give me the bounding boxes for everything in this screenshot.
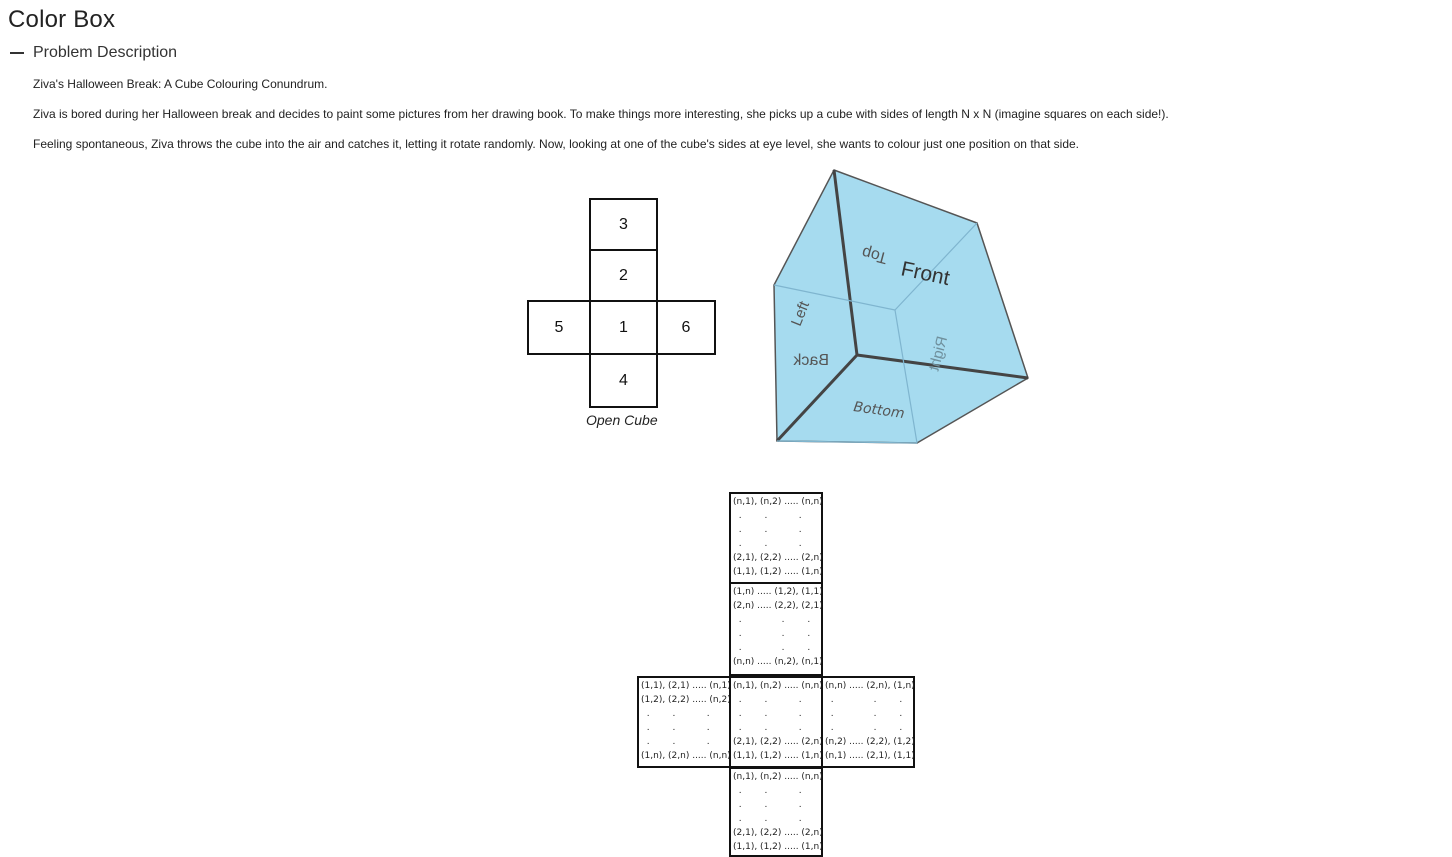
net-cell-4: 4 bbox=[589, 353, 658, 408]
description-paragraph-1: Ziva's Halloween Break: A Cube Colouring… bbox=[33, 77, 328, 91]
net-cell-2: 2 bbox=[589, 249, 658, 302]
cube-hidden-edge bbox=[894, 222, 978, 311]
problem-description-toggle[interactable]: Problem Description bbox=[10, 44, 177, 62]
page-title: Color Box bbox=[8, 6, 116, 33]
face-upper: (1,n) ..... (1,2), (1,1)(2,n) ..... (2,2… bbox=[729, 582, 823, 676]
face-left: (1,1), (2,1) ..... (n,1)(1,2), (2,2) ...… bbox=[637, 676, 731, 768]
net-cell-3: 3 bbox=[589, 198, 658, 251]
section-label: Problem Description bbox=[33, 44, 178, 61]
cube-label-bottom: Bottom bbox=[852, 399, 905, 422]
cube-hidden-edge bbox=[776, 440, 918, 444]
description-paragraph-3: Feeling spontaneous, Ziva throws the cub… bbox=[33, 137, 1080, 151]
cube-edge bbox=[775, 353, 859, 443]
face-right: (n,n) ..... (2,n), (1,n) . . . . . . . .… bbox=[821, 676, 915, 768]
net-cell-6: 6 bbox=[656, 300, 716, 355]
description-paragraph-2: Ziva is bored during her Halloween break… bbox=[33, 107, 1169, 121]
collapse-icon[interactable] bbox=[10, 52, 24, 54]
cube-3d-illustration: Top Front Left Right Back Bottom bbox=[773, 169, 1029, 444]
cube-label-top: Top bbox=[860, 243, 889, 266]
face-top: (n,1), (n,2) ..... (n,n) . . . . . . . .… bbox=[729, 492, 823, 584]
open-cube-caption: Open Cube bbox=[586, 412, 658, 428]
face-bottom: (n,1), (n,2) ..... (n,n) . . . . . . . .… bbox=[729, 767, 823, 857]
cube-hidden-edge bbox=[894, 309, 918, 444]
net-cell-1: 1 bbox=[589, 300, 658, 355]
cube-label-back: Back bbox=[792, 352, 829, 369]
cube-edge bbox=[856, 353, 1029, 380]
net-cell-5: 5 bbox=[527, 300, 591, 355]
cube-hidden-edge bbox=[773, 284, 896, 311]
face-center: (n,1), (n,2) ..... (n,n) . . . . . . . .… bbox=[729, 676, 823, 768]
cube-edge bbox=[832, 169, 859, 356]
